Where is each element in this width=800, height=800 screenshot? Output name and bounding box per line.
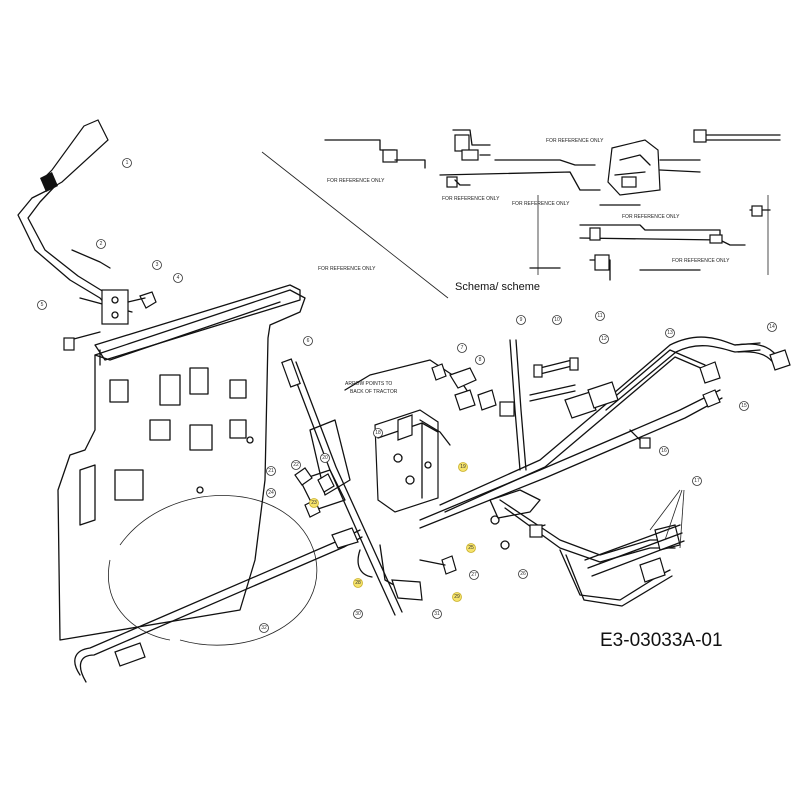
ref-note-6: FOR REFERENCE ONLY xyxy=(672,258,730,264)
divider-line xyxy=(261,151,449,299)
callout-32: 32 xyxy=(259,623,269,633)
svg-text:18: 18 xyxy=(375,430,381,436)
callout-27: 27 xyxy=(469,570,479,580)
ref-note-1: FOR REFERENCE ONLY xyxy=(327,178,385,184)
svg-text:20: 20 xyxy=(322,455,328,461)
fasteners xyxy=(294,363,457,575)
svg-text:15: 15 xyxy=(741,403,747,409)
callout-30: 30 xyxy=(353,609,363,619)
svg-text:21: 21 xyxy=(268,468,274,474)
callout-4: 4 xyxy=(173,273,183,283)
callout-19: 19 xyxy=(458,462,468,472)
frame-plate xyxy=(57,284,318,646)
svg-text:9: 9 xyxy=(520,317,523,323)
callout-24: 24 xyxy=(266,488,276,498)
callout-29: 29 xyxy=(452,592,462,602)
callout-20: 20 xyxy=(320,453,330,463)
svg-text:11: 11 xyxy=(597,313,602,319)
callout-16: 16 xyxy=(659,446,669,456)
callout-31: 31 xyxy=(432,609,442,619)
callout-12: 12 xyxy=(599,334,609,344)
frame-ref-note: FOR REFERENCE ONLY xyxy=(318,266,376,272)
svg-text:23: 23 xyxy=(311,500,317,506)
callout-17: 17 xyxy=(692,476,702,486)
callout-25: 25 xyxy=(466,543,476,553)
svg-text:19: 19 xyxy=(460,464,466,470)
svg-text:24: 24 xyxy=(268,490,274,496)
lift-lever xyxy=(17,119,157,351)
svg-text:5: 5 xyxy=(41,302,44,308)
ref-note-4: FOR REFERENCE ONLY xyxy=(512,201,570,207)
ref-note-3: FOR REFERENCE ONLY xyxy=(546,138,604,144)
svg-text:28: 28 xyxy=(355,580,361,586)
svg-text:4: 4 xyxy=(177,275,180,281)
svg-text:7: 7 xyxy=(461,345,464,351)
svg-text:16: 16 xyxy=(661,448,667,454)
svg-text:22: 22 xyxy=(293,462,299,468)
schema-label: Schema/ scheme xyxy=(455,281,540,293)
callout-22: 22 xyxy=(291,460,301,470)
callout-18: 18 xyxy=(373,428,383,438)
svg-text:1: 1 xyxy=(126,160,129,166)
svg-text:14: 14 xyxy=(769,324,775,330)
svg-text:27: 27 xyxy=(471,572,477,578)
svg-text:25: 25 xyxy=(468,545,474,551)
linkage-parts xyxy=(489,339,721,550)
callout-6: 6 xyxy=(303,336,313,346)
svg-text:17: 17 xyxy=(694,478,700,484)
callout-26: 26 xyxy=(518,569,528,579)
svg-text:26: 26 xyxy=(520,571,526,577)
svg-text:12: 12 xyxy=(601,336,607,342)
callout-8: 8 xyxy=(475,355,485,365)
callout-2: 2 xyxy=(96,239,106,249)
callout-10: 10 xyxy=(552,315,562,325)
schematic-inset: FOR REFERENCE ONLY FOR REFERENCE ONLY FO… xyxy=(324,129,781,281)
callouts: 1 2 3 4 5 6 7 8 9 10 11 12 13 14 15 16 1… xyxy=(37,158,777,633)
svg-text:32: 32 xyxy=(261,625,267,631)
arrow-note-1: ARROW POINTS TO xyxy=(345,381,392,387)
callout-11: 11 xyxy=(595,311,605,321)
valve-block xyxy=(344,359,497,513)
callout-7: 7 xyxy=(457,343,467,353)
hydraulic-hoses xyxy=(74,336,791,683)
svg-text:29: 29 xyxy=(454,594,460,600)
svg-text:13: 13 xyxy=(667,330,673,336)
ref-note-5: FOR REFERENCE ONLY xyxy=(622,214,680,220)
control-rod xyxy=(281,358,423,616)
callout-13: 13 xyxy=(665,328,675,338)
svg-text:8: 8 xyxy=(479,357,482,363)
callout-28: 28 xyxy=(353,578,363,588)
callout-15: 15 xyxy=(739,401,749,411)
svg-text:10: 10 xyxy=(554,317,560,323)
callout-14: 14 xyxy=(767,322,777,332)
callout-9: 9 xyxy=(516,315,526,325)
svg-text:2: 2 xyxy=(100,241,103,247)
callout-1: 1 xyxy=(122,158,132,168)
callout-3: 3 xyxy=(152,260,162,270)
svg-text:6: 6 xyxy=(307,338,310,344)
ref-note-2: FOR REFERENCE ONLY xyxy=(442,196,500,202)
diagram-code: E3-03033A-01 xyxy=(600,630,723,651)
svg-text:31: 31 xyxy=(434,611,440,617)
callout-5: 5 xyxy=(37,300,47,310)
callout-23: 23 xyxy=(309,498,319,508)
svg-text:3: 3 xyxy=(156,262,159,268)
callout-21: 21 xyxy=(266,466,276,476)
arrow-note-2: BACK OF TRACTOR xyxy=(350,389,398,395)
svg-text:30: 30 xyxy=(355,611,361,617)
